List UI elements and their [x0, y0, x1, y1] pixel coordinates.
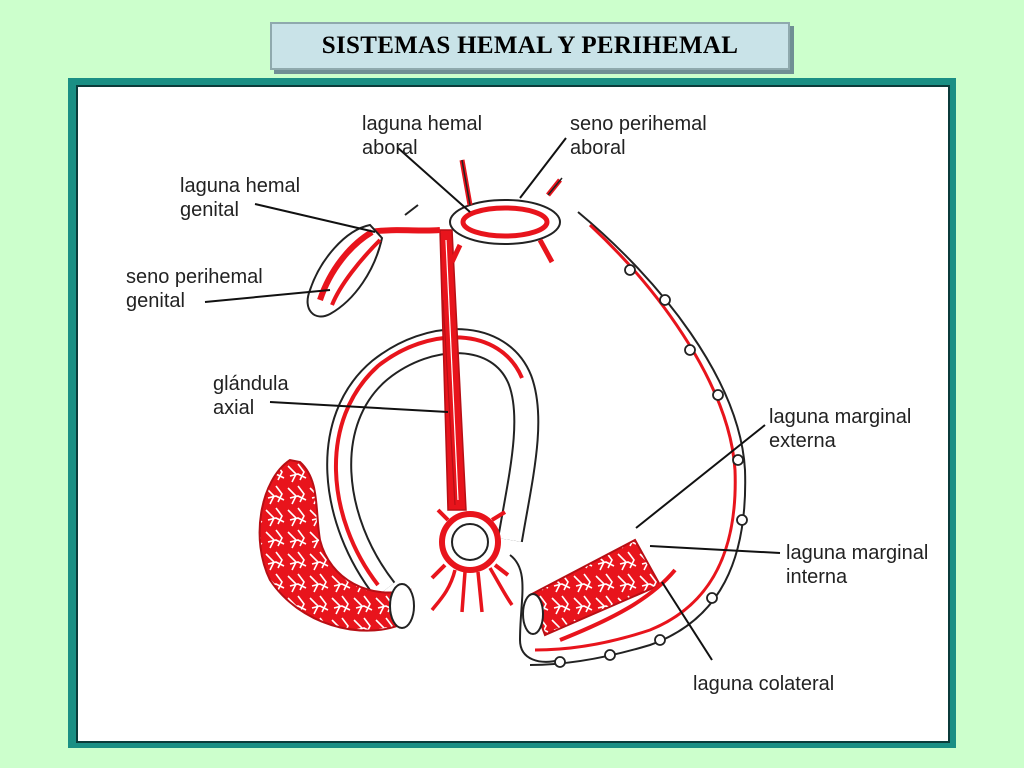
label-laguna-marginal-interna: laguna marginal interna: [786, 542, 934, 588]
radial-arm: [529, 211, 748, 668]
label-laguna-colateral: laguna colateral: [693, 673, 834, 695]
label-laguna-hemal-genital: laguna hemal genital: [180, 175, 306, 221]
axial-sinus-mesh: [258, 458, 415, 632]
label-seno-perihemal-aboral: seno perihemal aboral: [570, 113, 712, 159]
page-title: SISTEMAS HEMAL Y PERIHEMAL: [321, 32, 739, 59]
label-laguna-hemal-aboral: laguna hemal aboral: [362, 113, 488, 159]
title-box: SISTEMAS HEMAL Y PERIHEMAL: [270, 22, 790, 70]
marginal-mesh: [522, 538, 677, 642]
aboral-hemal-ring: [369, 159, 563, 264]
axial-arch: [326, 328, 540, 599]
oral-hemal-ring: [430, 508, 561, 663]
axial-gland: [439, 229, 467, 511]
leader-lines: [204, 137, 781, 661]
label-glandula-axial: glándula axial: [213, 373, 294, 419]
label-seno-perihemal-genital: seno perihemal genital: [126, 266, 268, 312]
genital-sac: [306, 204, 419, 318]
label-laguna-marginal-externa: laguna marginal externa: [769, 406, 917, 452]
diagram-panel: [76, 85, 950, 743]
